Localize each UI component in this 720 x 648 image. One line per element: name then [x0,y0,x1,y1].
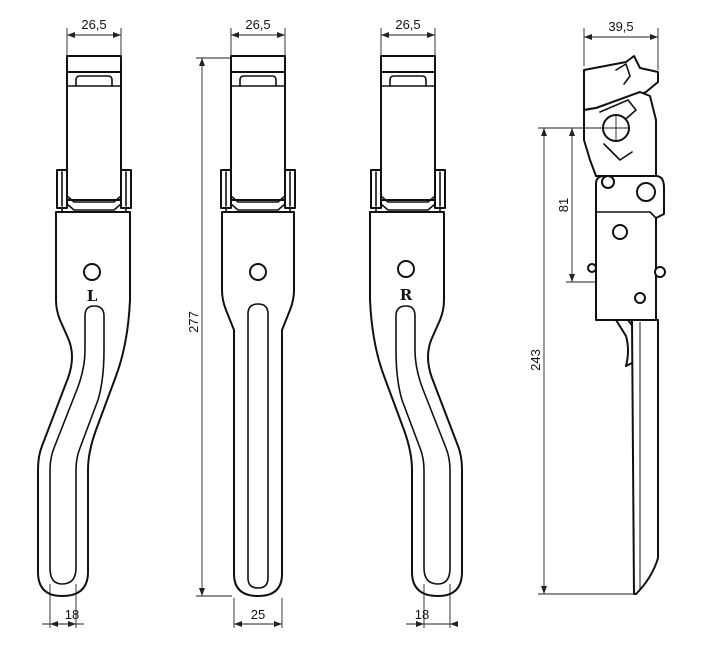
left-handle-body [37,211,131,597]
dimension-left-top: 26,5 [66,17,122,60]
dimension-middle-top: 26,5 [230,17,286,60]
side-rivet-upper-right [636,182,656,202]
svg-text:81: 81 [556,198,571,212]
svg-text:26,5: 26,5 [81,17,106,32]
svg-text:18: 18 [415,607,429,622]
side-view [583,55,666,595]
middle-handle-body [221,211,295,597]
side-rivet-right [654,266,666,278]
side-rivet-middle [612,224,628,240]
dimension-middle-height: 277 [186,57,232,597]
middle-pivot-hole [249,263,267,281]
right-handle-slot [395,305,451,585]
dimension-side-top: 39,5 [583,19,659,70]
right-handle-mark: R [400,286,413,304]
dimension-left-bottom: 18 [42,584,84,628]
side-rivet-lower [634,292,646,304]
svg-text:277: 277 [186,311,201,333]
side-rivet-left [587,263,597,273]
left-handle-slot [49,305,105,585]
dimension-middle-bottom: 25 [233,598,283,628]
svg-text:25: 25 [251,607,265,622]
left-pivot-hole [83,263,101,281]
side-rivet-top [601,175,615,189]
dimension-right-bottom: 18 [406,584,458,628]
dimension-side-243: 243 [528,128,634,595]
side-blade [631,319,659,595]
right-pivot-hole [397,260,415,278]
svg-text:18: 18 [65,607,79,622]
middle-handle-slot [247,303,269,589]
dimension-right-top: 26,5 [380,17,436,60]
left-handle-mark: L [87,287,98,305]
left-handle-view: L [37,55,132,597]
right-handle-view: R [369,55,463,597]
svg-text:39,5: 39,5 [608,19,633,34]
dimension-side-81: 81 [538,114,628,283]
right-handle-body [369,211,463,597]
svg-text:26,5: 26,5 [245,17,270,32]
svg-text:243: 243 [528,349,543,371]
svg-text:26,5: 26,5 [395,17,420,32]
middle-handle-view [220,55,296,597]
